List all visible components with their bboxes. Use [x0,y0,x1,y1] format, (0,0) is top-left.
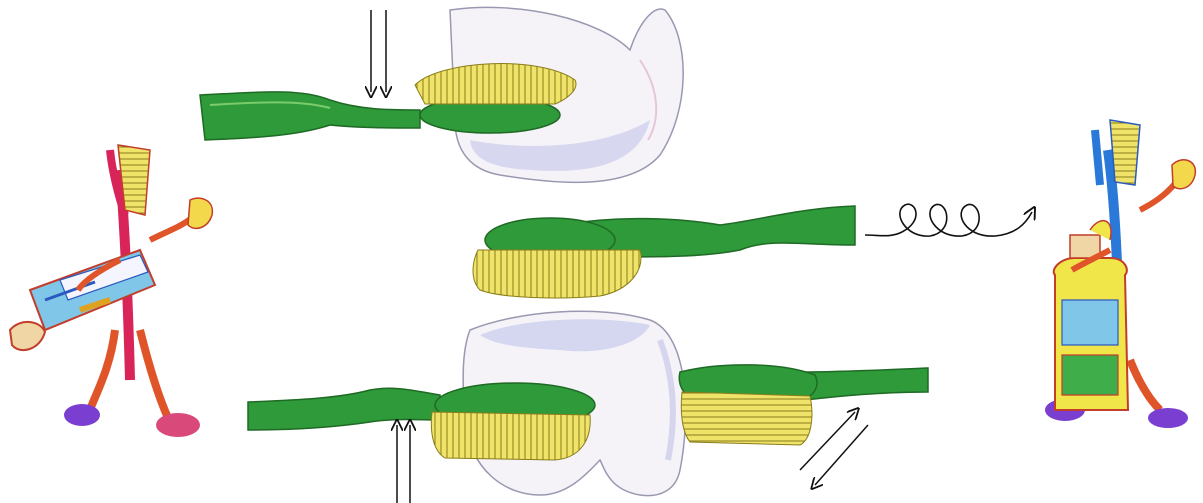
toothbrush-lower-left [248,383,595,460]
circular-motion-arrow [865,204,1032,236]
toothbrush-character-right [1045,120,1195,428]
down-arrows [371,10,386,92]
toothbrush-character-left [10,145,212,437]
toothbrush-middle [473,206,855,298]
toothbrush-lower-right [679,365,928,445]
toothbrush-upper [200,64,576,140]
up-arrows [397,425,410,503]
